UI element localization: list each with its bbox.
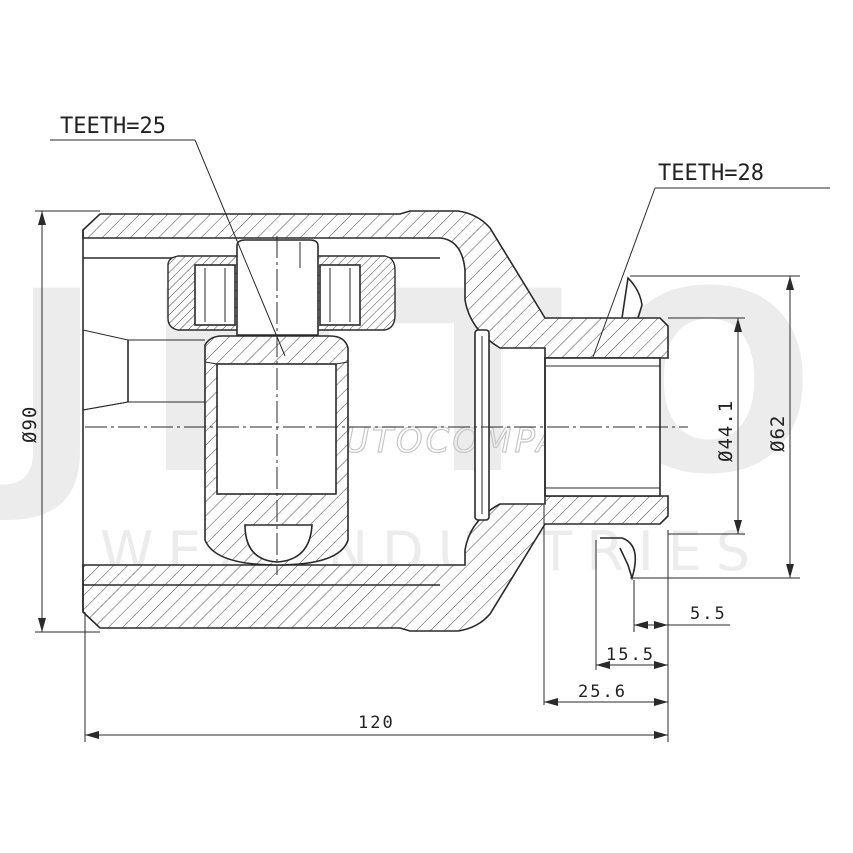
dim-d44: Ø44.1 <box>668 317 745 535</box>
teeth-left-label: TEETH=25 <box>60 114 166 139</box>
dim-l55-text: 5.5 <box>690 604 727 624</box>
arrow <box>786 564 794 578</box>
arrow <box>734 520 742 534</box>
arrow <box>544 698 558 706</box>
tripod-shaft-seat <box>82 401 129 411</box>
teeth-left-callout: TEETH=25 <box>50 114 286 357</box>
arrow <box>654 731 668 739</box>
boot-clip-upper <box>621 276 643 319</box>
arrow <box>634 621 648 629</box>
needle-bearing-left <box>194 264 236 326</box>
arrow <box>654 661 668 669</box>
arrow <box>786 276 794 290</box>
arrow <box>85 731 99 739</box>
watermark: JNTO WEX INDUSTRIES AUTOCOMPAS <box>0 238 853 583</box>
arrow <box>734 318 742 332</box>
spider-line <box>335 361 349 365</box>
dim-l120-text: 120 <box>358 713 395 733</box>
dim-l256: 25.6 <box>544 682 668 706</box>
arrow <box>654 698 668 706</box>
watermark-logo-text: JNTO <box>0 238 853 529</box>
leader-line <box>194 139 286 357</box>
dim-d62-text: Ø62 <box>767 415 789 452</box>
dim-d62: Ø62 <box>630 275 800 579</box>
dim-d90: Ø90 <box>19 210 100 633</box>
dim-d90-text: Ø90 <box>19 406 41 443</box>
teeth-right-label: TEETH=28 <box>658 161 764 186</box>
arrow <box>596 661 610 669</box>
teeth-right-callout: TEETH=28 <box>592 161 830 358</box>
arrow <box>38 211 46 225</box>
dim-l55: 5.5 <box>634 604 730 629</box>
dim-l120: 120 <box>85 713 668 739</box>
dim-d44-text: Ø44.1 <box>715 400 737 462</box>
leader-line <box>592 187 656 358</box>
arrow <box>654 621 668 629</box>
needle-bearing-right <box>319 264 361 326</box>
arrow <box>38 618 46 632</box>
dim-l155: 15.5 <box>596 645 668 669</box>
spider-line <box>204 361 218 365</box>
dim-l155-text: 15.5 <box>606 645 655 665</box>
dim-l256-text: 25.6 <box>578 682 627 702</box>
housing-lower-wall <box>82 495 669 632</box>
housing-upper-wall <box>82 210 669 359</box>
